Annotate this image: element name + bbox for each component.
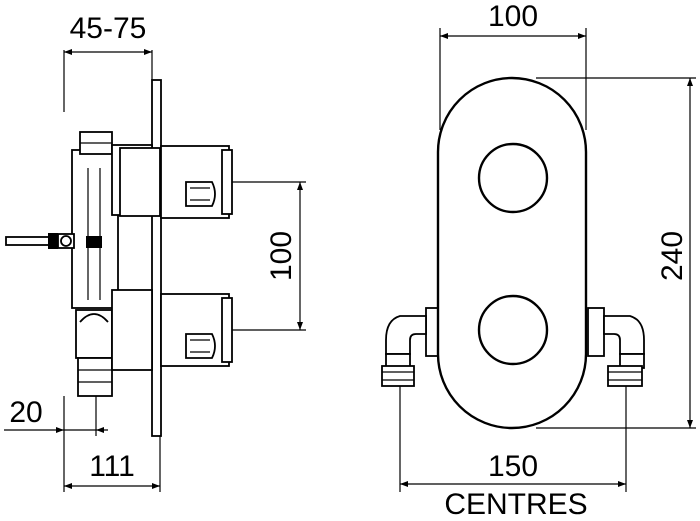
lower-body-housing (111, 289, 153, 371)
upper-control-knob (477, 142, 549, 214)
lower-control-knob (477, 294, 549, 366)
valve-body (71, 149, 119, 309)
lower-handle (160, 293, 230, 367)
inlet-centres-label: 150 (488, 450, 538, 483)
front-view: 100 240 150 CENTRES (381, 0, 696, 521)
bottom-fitting-nut (77, 357, 113, 397)
plate-width-label: 100 (488, 0, 538, 33)
bottom-elbow (75, 309, 113, 359)
offset-label: 20 (9, 396, 42, 429)
total-depth-label: 111 (89, 450, 135, 483)
side-key (5, 236, 51, 246)
handle-spacing-label: 100 (265, 231, 298, 281)
plate-height-label: 240 (656, 231, 689, 281)
right-inlet-fitting (587, 307, 645, 387)
upper-handle-lever (185, 181, 216, 207)
makers-label (86, 236, 102, 248)
side-view: 45-75 20 111 100 (4, 12, 306, 492)
cover-plate (151, 79, 162, 437)
lower-handle-lever (185, 333, 216, 359)
depth-range-label: 45-75 (70, 12, 147, 45)
centres-caption: CENTRES (444, 488, 587, 521)
left-inlet-fitting (381, 307, 443, 387)
oval-cover-plate (436, 76, 588, 430)
